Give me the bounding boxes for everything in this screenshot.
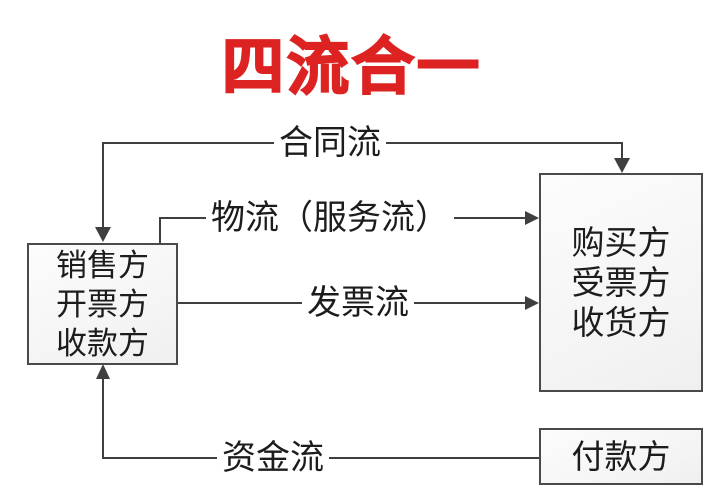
contract-flow-line-vertical-left [102, 142, 104, 228]
payer-node-label: 付款方 [571, 437, 671, 475]
buyer-node: 购买方 受票方 收货方 [539, 173, 703, 392]
seller-node-line: 开票方 [56, 286, 149, 322]
buyer-node-line: 受票方 [571, 263, 671, 301]
seller-node-line: 收款方 [56, 325, 149, 361]
capital-flow-label: 资金流 [217, 436, 329, 480]
arrowhead-down-icon [95, 227, 111, 242]
logistics-flow-line-stub [159, 218, 161, 244]
arrowhead-right-icon [525, 296, 539, 310]
seller-node-line: 销售方 [56, 247, 149, 283]
seller-node: 销售方 开票方 收款方 [27, 243, 178, 365]
capital-flow-line-vertical [102, 378, 104, 459]
contract-flow-label: 合同流 [274, 121, 386, 165]
contract-flow-line-vertical-right [621, 142, 623, 159]
logistics-flow-label: 物流（服务流） [206, 196, 454, 240]
invoice-flow-label: 发票流 [302, 281, 414, 325]
page-title: 四流合一 [221, 33, 483, 103]
arrowhead-down-icon [614, 158, 630, 173]
arrowhead-right-icon [525, 211, 539, 225]
arrowhead-up-icon [96, 364, 110, 379]
buyer-node-line: 购买方 [571, 223, 671, 261]
payer-node: 付款方 [539, 428, 703, 485]
buyer-node-line: 收货方 [571, 303, 671, 341]
